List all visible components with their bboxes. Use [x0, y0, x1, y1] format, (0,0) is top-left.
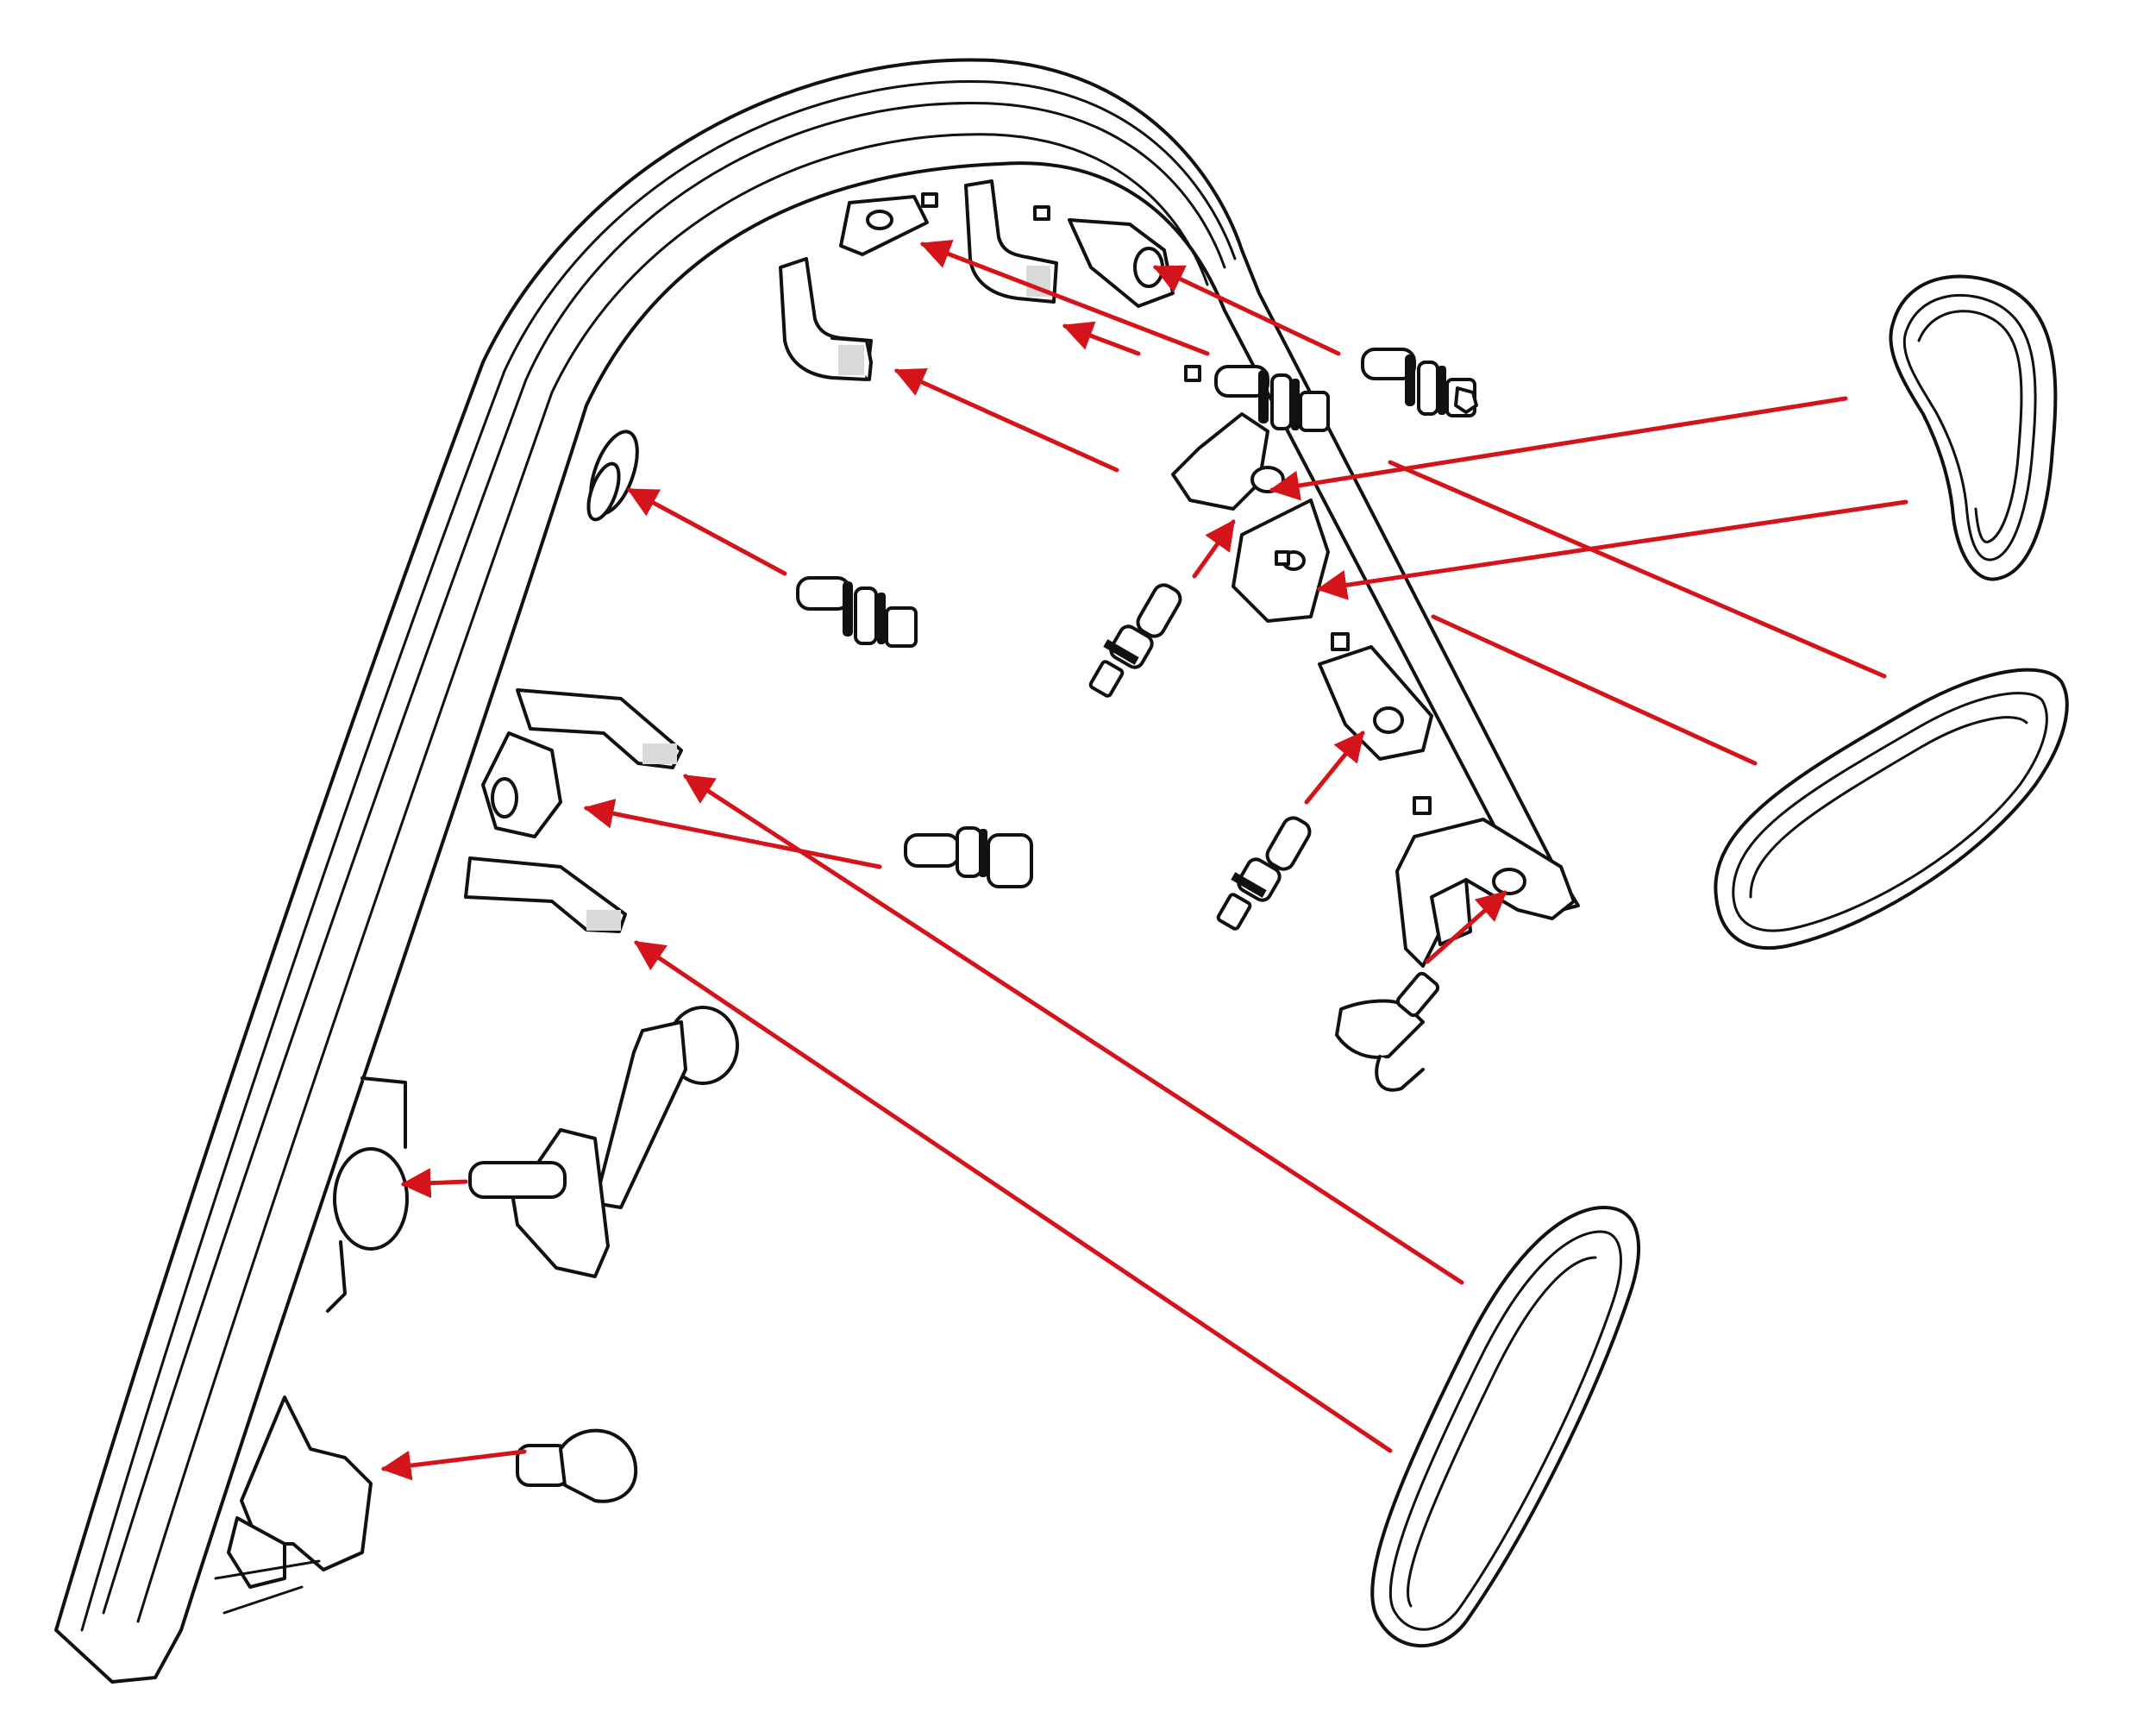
- assembly-arrows: [380, 239, 1908, 1481]
- arrow-to-middle-hole: [583, 799, 882, 869]
- arrow-to-top-hook-2: [1062, 321, 1141, 356]
- guide-pad-middle-lower: [1431, 614, 1758, 766]
- arrow-knob-to-mount: [380, 1449, 527, 1481]
- upper-right-lug: [1068, 218, 1175, 308]
- small-bolt-lower: [1216, 816, 1312, 931]
- arrow-to-top-hook: [919, 239, 1210, 356]
- bolt-top-right: [1361, 348, 1478, 417]
- upper-fork: [481, 688, 683, 838]
- arrow-to-end-bracket: [1425, 890, 1507, 964]
- rail-boss: [586, 430, 639, 522]
- upper-left-hook: [779, 257, 873, 381]
- arrow-to-rail-boss: [626, 487, 787, 576]
- lower-fork: [464, 856, 627, 933]
- small-bolt-upper: [1088, 583, 1182, 698]
- guide-pad-middle-upper: [1388, 460, 1887, 679]
- upper-middle-hook: [964, 179, 1058, 304]
- pin-with-washer: [904, 826, 1033, 888]
- pad-top-right: [1889, 274, 2058, 581]
- lower-knob: [516, 1428, 638, 1503]
- arrow-to-left-hook: [893, 367, 1119, 473]
- pad-middle-right: [1714, 668, 2069, 950]
- end-handle: [1335, 971, 1440, 1092]
- lower-mount: [214, 1396, 373, 1615]
- arrow-small-bolt-2-up: [1304, 731, 1365, 805]
- arrow-pad-top-to-bracket: [1269, 396, 1848, 501]
- crank-handle: [326, 1006, 739, 1313]
- arrow-pad-top-to-lower-bracket: [1316, 499, 1908, 600]
- arrow-top-bolt-to-hole: [1152, 265, 1341, 356]
- pad-bottom: [1370, 1206, 1640, 1648]
- right-bracket-assembly: [1171, 365, 1576, 968]
- upper-tab-with-hole: [839, 192, 1050, 256]
- assembly-guide-lines: [1388, 460, 1887, 766]
- arrow-crank-to-mount: [400, 1168, 468, 1199]
- arrow-long-pad-to-fork: [683, 774, 1464, 1285]
- arrow-small-bolt-up: [1192, 519, 1236, 579]
- arrow-long-pad-to-lower-fork: [634, 940, 1393, 1453]
- bolt-middle-left: [796, 576, 918, 648]
- bolt-top-center: [1214, 365, 1330, 432]
